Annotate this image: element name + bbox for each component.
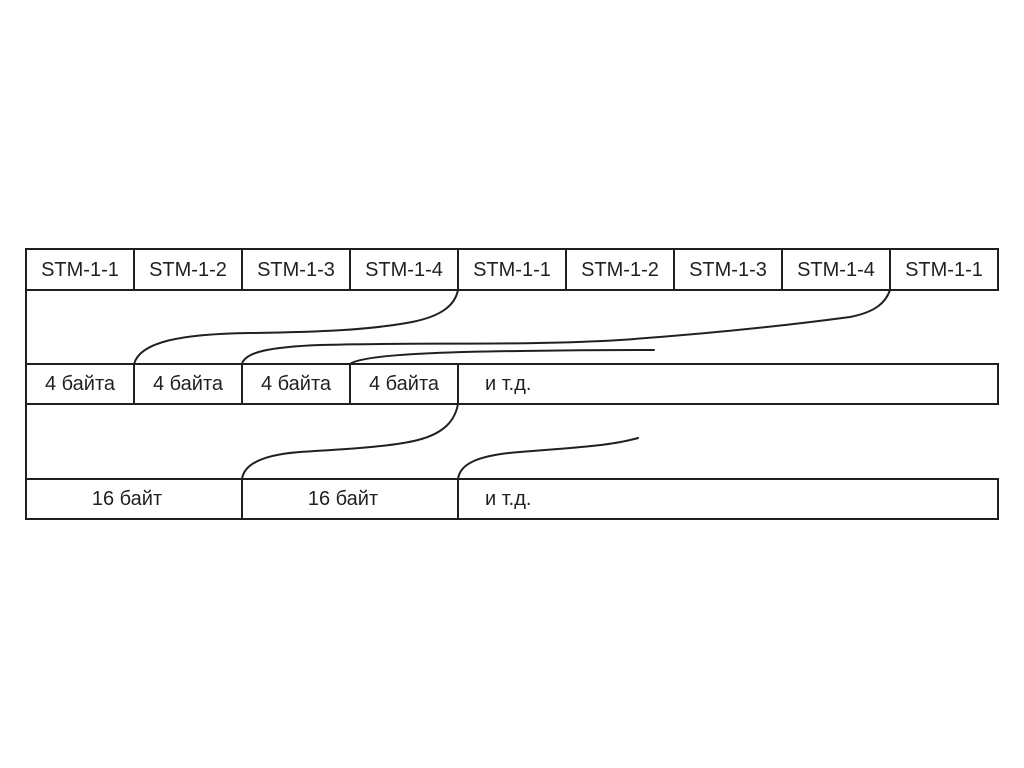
four-byte-cell-label: 4 байта (261, 373, 332, 395)
mapping-curve (457, 437, 639, 480)
four-byte-row (25, 363, 999, 405)
sixteen-byte-row-frame (25, 478, 999, 520)
four-byte-cell-label: 4 байта (369, 373, 440, 395)
sixteen-byte-cell-label: 16 байт (308, 488, 378, 510)
stm-cell-label: STM-1-2 (149, 259, 227, 281)
stm-cell-label: STM-1-1 (41, 259, 119, 281)
stm-row-labels: STM-1-1 STM-1-2 STM-1-3 STM-1-4 STM-1-1 … (41, 259, 983, 281)
sixteen-byte-cell-label: 16 байт (92, 488, 162, 510)
mapping-curves (133, 289, 891, 480)
mapping-curve (241, 289, 891, 365)
stm-cell-label: STM-1-4 (365, 259, 443, 281)
mapping-curve (133, 289, 459, 365)
four-byte-row-frame (25, 363, 999, 405)
stm-cell-label: STM-1-1 (905, 259, 983, 281)
mapping-curve (349, 349, 655, 365)
stm-cell-label: STM-1-4 (797, 259, 875, 281)
stm-row-frame (25, 248, 999, 291)
four-byte-cell-label: 4 байта (45, 373, 116, 395)
four-byte-cell-label: 4 байта (153, 373, 224, 395)
stm-row (25, 248, 999, 291)
sixteen-byte-row (25, 478, 999, 520)
stm-cell-label: STM-1-3 (689, 259, 767, 281)
stm-cell-label: STM-1-1 (473, 259, 551, 281)
mapping-curve (241, 403, 459, 480)
four-byte-row-labels: 4 байта 4 байта 4 байта 4 байта и т.д. (45, 373, 531, 395)
stm-cell-label: STM-1-2 (581, 259, 659, 281)
sixteen-byte-row-labels: 16 байт 16 байт и т.д. (92, 488, 532, 510)
stm-cell-label: STM-1-3 (257, 259, 335, 281)
continuation-label: и т.д. (485, 373, 531, 395)
continuation-label: и т.д. (485, 488, 531, 510)
